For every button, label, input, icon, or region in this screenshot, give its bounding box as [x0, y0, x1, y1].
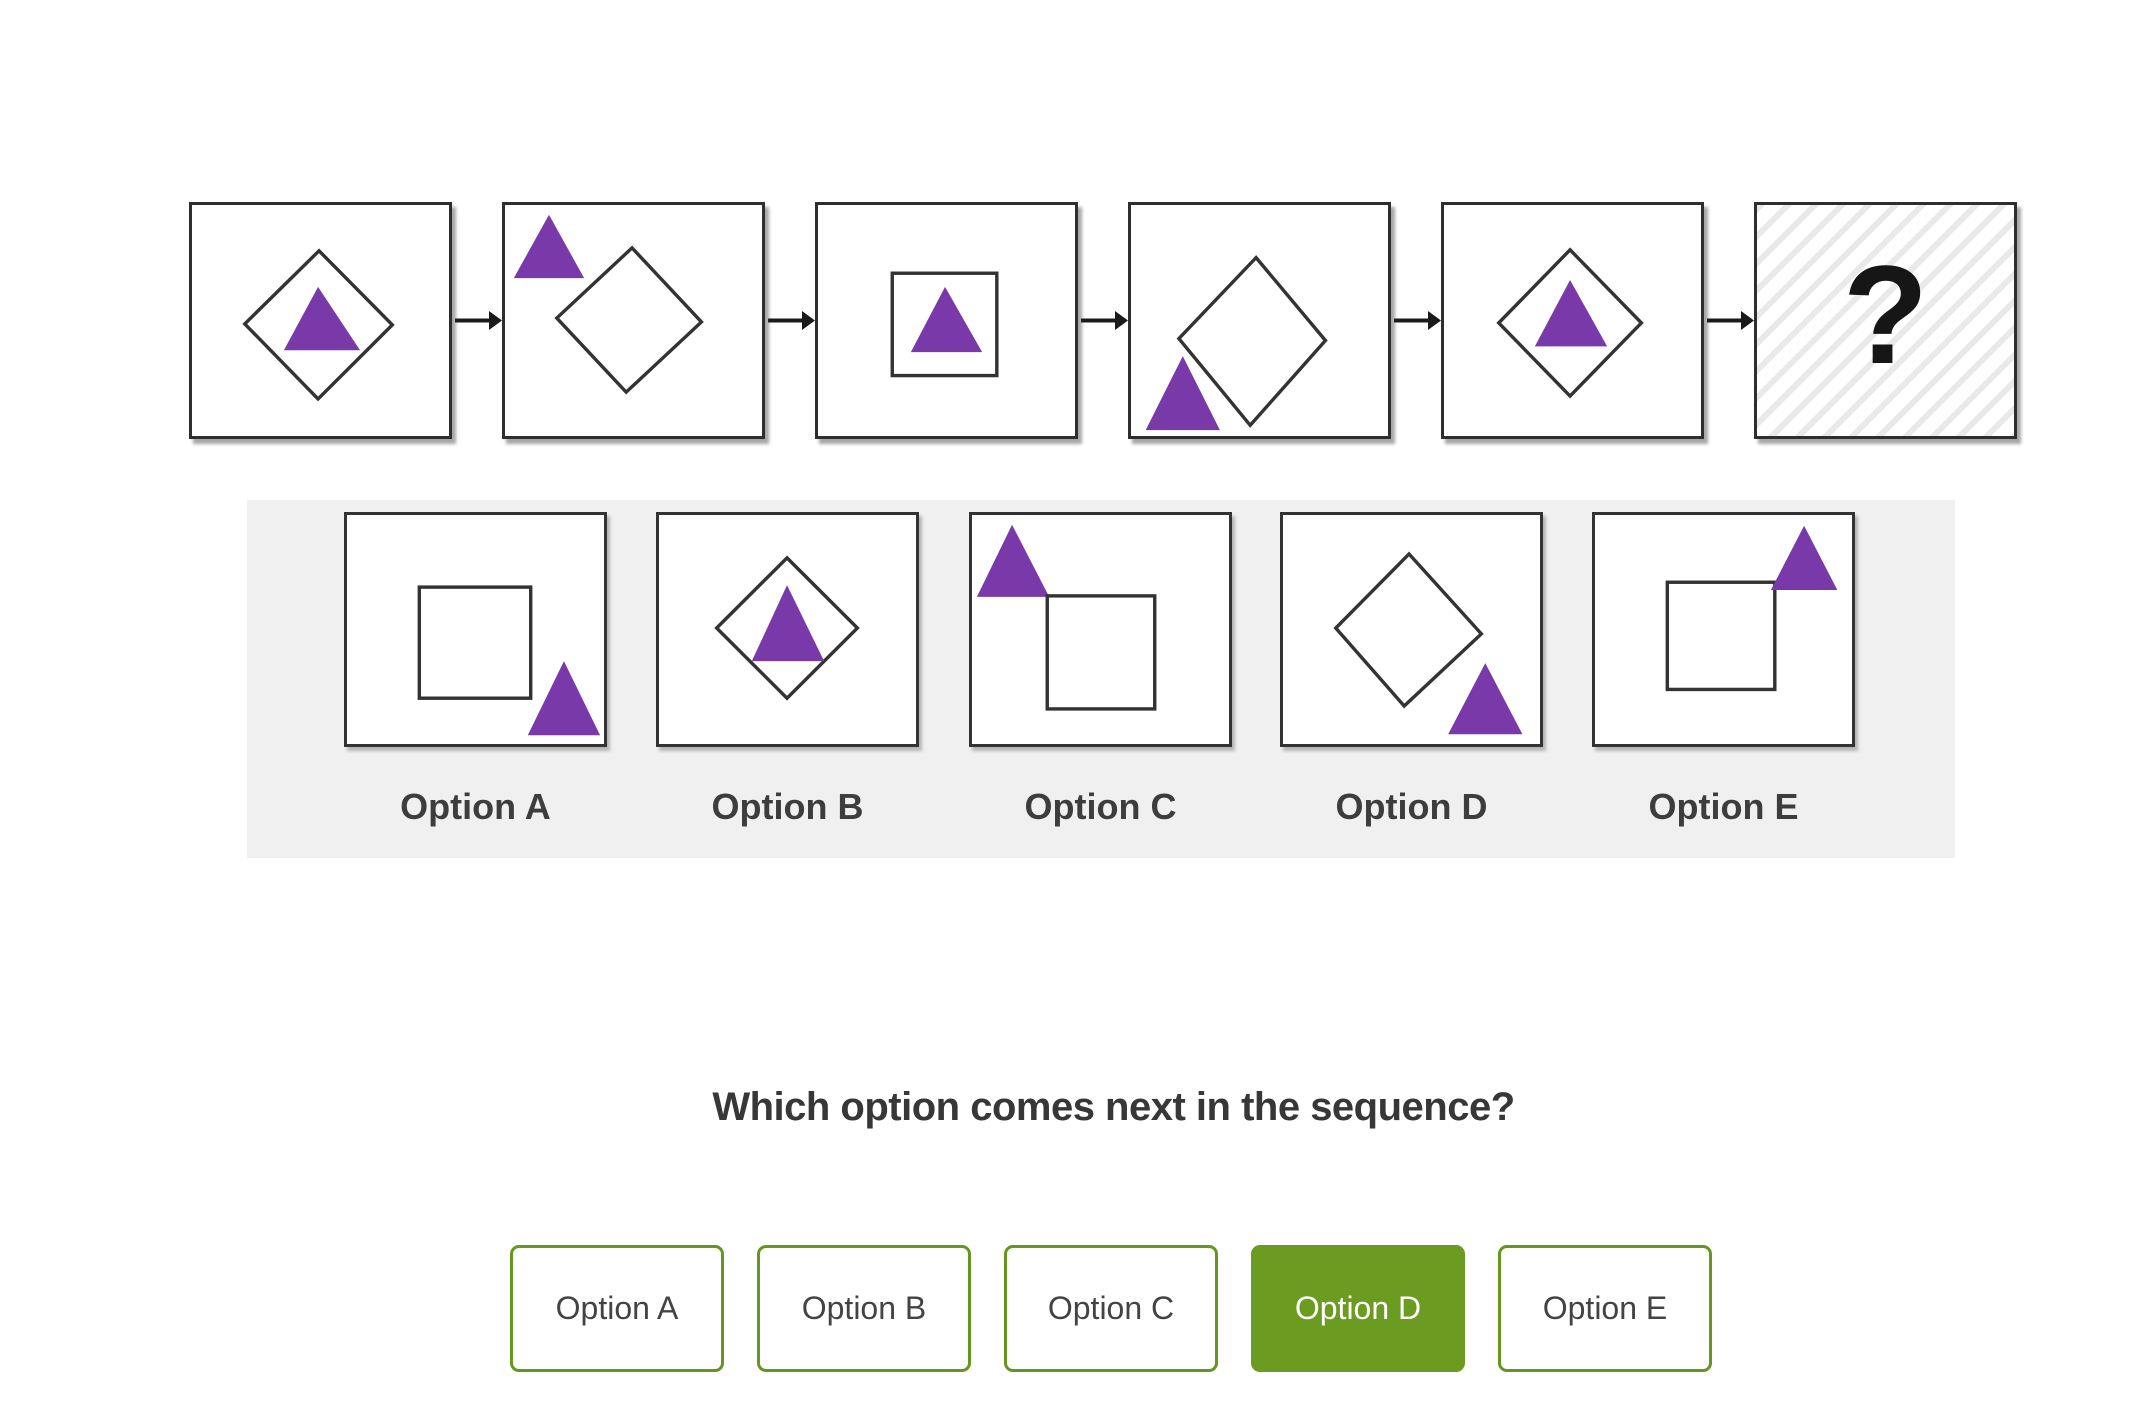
- answer-button-option-b[interactable]: Option B: [757, 1245, 971, 1372]
- sequence-unknown-box: ?: [1754, 202, 2017, 439]
- square-outline: [1045, 594, 1157, 711]
- answer-button-option-e[interactable]: Option E: [1498, 1245, 1712, 1372]
- option-figure-label-b: Option B: [711, 786, 864, 827]
- option-figure-a: [344, 512, 607, 747]
- purple-triangle: [1145, 356, 1220, 431]
- purple-triangle: [513, 214, 585, 279]
- sequence-step-1: [189, 202, 452, 439]
- arrow-right-icon: [1081, 311, 1128, 330]
- sequence-row: ?: [189, 202, 2017, 439]
- option-figure-label-d: Option D: [1335, 786, 1488, 827]
- square-outline: [1665, 580, 1777, 692]
- square-outline: [890, 271, 999, 378]
- question-text: Which option comes next in the sequence?: [712, 1085, 1515, 1129]
- option-figure-e: [1592, 512, 1855, 747]
- diamond-outline: [554, 245, 704, 395]
- option-figure-c: [969, 512, 1232, 747]
- question-mark: ?: [1842, 235, 1929, 393]
- purple-triangle: [1770, 525, 1838, 591]
- diamond-outline: [1496, 247, 1644, 399]
- arrow-right-icon: [455, 311, 502, 330]
- purple-triangle: [283, 286, 361, 351]
- sequence-step-3: [815, 202, 1078, 439]
- sequence-step-5: [1441, 202, 1704, 439]
- purple-triangle: [1534, 280, 1608, 347]
- square-outline: [417, 585, 533, 700]
- option-figure-label-c: Option C: [1024, 786, 1177, 827]
- answer-button-option-d[interactable]: Option D: [1251, 1245, 1465, 1372]
- arrow-right-icon: [1707, 311, 1754, 330]
- sequence-step-2: [502, 202, 765, 439]
- diamond-outline: [242, 248, 395, 402]
- purple-triangle: [1448, 663, 1523, 735]
- sequence-step-4: [1128, 202, 1391, 439]
- answer-buttons-row: Option A Option B Option C Option D Opti…: [510, 1245, 1712, 1372]
- option-figure-d: [1280, 512, 1543, 747]
- arrow-right-icon: [1394, 311, 1441, 330]
- option-figure-b: [656, 512, 919, 747]
- option-figure-label-e: Option E: [1648, 786, 1799, 827]
- answer-button-option-c[interactable]: Option C: [1004, 1245, 1218, 1372]
- options-panel: Option A Option B Option C Option D Opti…: [247, 500, 1955, 858]
- purple-triangle: [910, 286, 983, 353]
- purple-triangle: [751, 585, 825, 662]
- diamond-outline: [714, 555, 860, 701]
- answer-button-option-a[interactable]: Option A: [510, 1245, 724, 1372]
- purple-triangle: [527, 661, 601, 736]
- diamond-outline: [1176, 255, 1328, 428]
- arrow-right-icon: [768, 311, 815, 330]
- option-figure-label-a: Option A: [400, 786, 551, 827]
- purple-triangle: [976, 524, 1050, 597]
- diamond-outline: [1333, 551, 1484, 709]
